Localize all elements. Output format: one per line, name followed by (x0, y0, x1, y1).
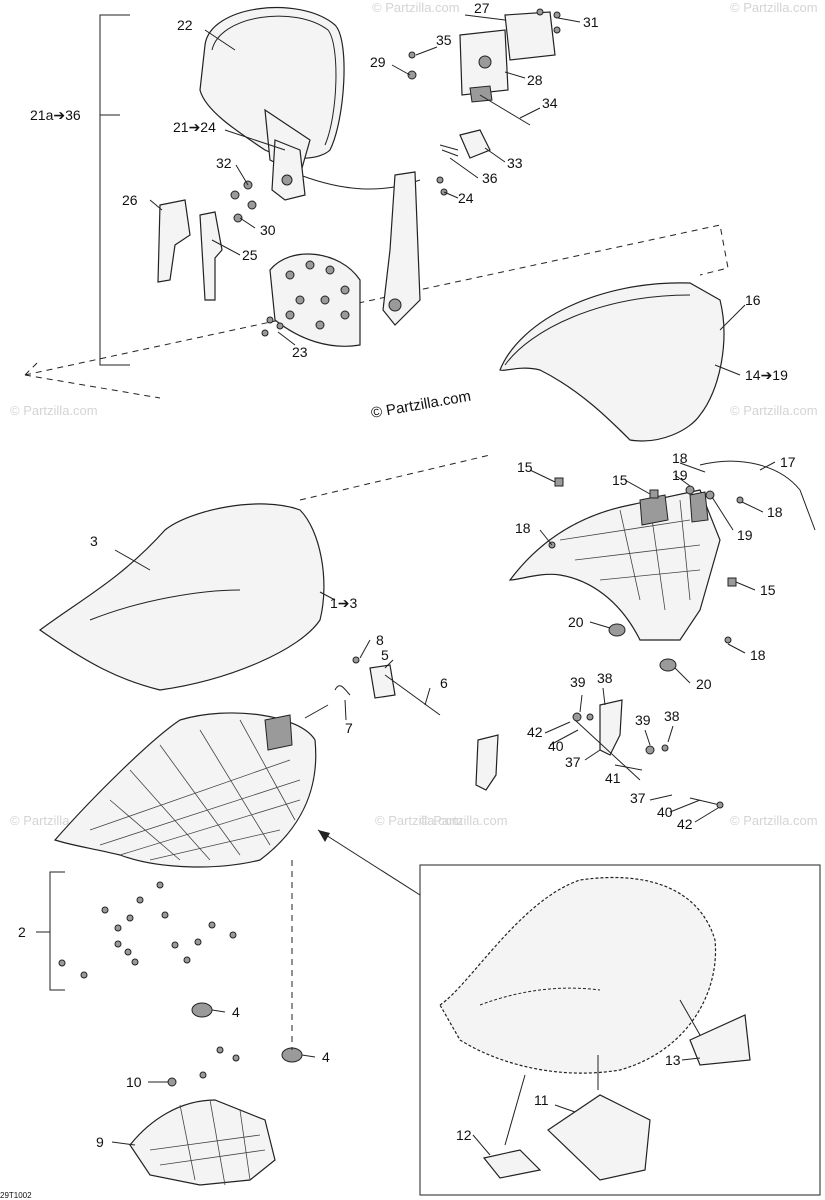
callout-39: 39 (570, 674, 586, 690)
callout-36: 36 (482, 170, 498, 186)
callout-34: 34 (542, 95, 558, 111)
leader-lines (36, 14, 776, 1156)
seat-base-pan (53, 712, 317, 868)
callout-11: 11 (534, 1092, 549, 1108)
callout-40: 40 (548, 738, 564, 754)
watermark-text: © Partzilla.com (730, 813, 818, 828)
passenger-seat (499, 282, 725, 442)
pivot-clamps (475, 699, 724, 809)
callout-30: 30 (260, 222, 276, 238)
callout-6: 6 (440, 675, 448, 691)
watermark-text: © Partzilla.com (730, 403, 818, 418)
latch-hardware (334, 656, 441, 716)
bracket-21a-36 (99, 14, 130, 366)
callout-18: 18 (750, 647, 766, 663)
callout-38: 38 (664, 708, 680, 724)
callout-41: 41 (605, 770, 621, 786)
watermark-text: © Partzilla.com (375, 813, 463, 828)
callout-37: 37 (630, 790, 646, 806)
callout-18: 18 (672, 450, 688, 466)
callout-13: 13 (665, 1052, 681, 1068)
callout-40: 40 (657, 804, 673, 820)
callout-32: 32 (216, 155, 232, 171)
copyright-notice: © Partzilla.com (370, 388, 472, 422)
bottom-plate (129, 1099, 276, 1186)
callout-29: 29 (370, 54, 386, 70)
callout-33: 33 (507, 155, 523, 171)
rider-seat-cover (38, 503, 325, 691)
hinge-assembly (459, 11, 556, 103)
callout-22: 22 (177, 17, 193, 33)
callout-27: 27 (474, 0, 490, 16)
grab-bar (699, 460, 816, 531)
watermarks: © Partzilla.com © Partzilla.com © Partzi… (10, 0, 818, 828)
callout-2: 2 (18, 924, 26, 940)
callout-20: 20 (696, 676, 712, 692)
watermark-text: © Partzilla.com (730, 0, 818, 15)
bumper (281, 1047, 303, 1063)
backrest-supports (157, 199, 223, 301)
callout-14: 14➔19 (745, 367, 788, 383)
backrest-bracket (271, 139, 306, 201)
inset-arrow (317, 829, 421, 896)
callout-42: 42 (527, 724, 543, 740)
callout-5: 5 (381, 647, 389, 663)
callout-3: 3 (90, 533, 98, 549)
callout-18: 18 (767, 504, 783, 520)
watermark-text: © Partzilla.com (420, 813, 508, 828)
callout-1: 1➔3 (330, 595, 358, 611)
callout-labels: 1➔3 2 3 4 4 5 6 7 8 9 10 11 12 13 14➔19 … (18, 0, 796, 1150)
callout-17: 17 (780, 454, 796, 470)
callout-28: 28 (527, 72, 543, 88)
callout-26: 26 (122, 192, 138, 208)
callout-24: 24 (458, 190, 474, 206)
inset-box (419, 864, 821, 1196)
backrest-strap (382, 171, 421, 326)
callout-18: 18 (515, 520, 531, 536)
callout-16: 16 (745, 292, 761, 308)
callout-10: 10 (126, 1074, 142, 1090)
backrest-hardware (230, 8, 561, 337)
callout-35: 35 (436, 32, 452, 48)
inset-seat (439, 876, 717, 1074)
watermark-text: © Partzilla.com (10, 403, 98, 418)
callout-37: 37 (565, 754, 581, 770)
inset-parts (482, 999, 751, 1181)
callout-15: 15 (760, 582, 776, 598)
callout-8: 8 (376, 632, 384, 648)
bumpers (608, 623, 677, 672)
callout-7: 7 (345, 720, 353, 736)
latch (439, 129, 491, 159)
callout-19: 19 (737, 527, 753, 543)
figure-code: 29T1002 (0, 1191, 32, 1200)
callout-31: 31 (583, 14, 599, 30)
callout-20: 20 (568, 614, 584, 630)
pin (479, 94, 531, 126)
callout-21-24: 21➔24 (173, 119, 216, 135)
callout-25: 25 (242, 247, 258, 263)
callout-39: 39 (635, 712, 651, 728)
plate-fasteners (167, 1046, 240, 1087)
bumper (191, 1002, 213, 1018)
base-fasteners (58, 881, 237, 979)
callout-4: 4 (232, 1004, 240, 1020)
backrest-cushion (199, 7, 421, 190)
callout-42: 42 (677, 816, 693, 832)
assembly-outline (24, 224, 729, 501)
callout-15: 15 (517, 459, 533, 475)
callout-15: 15 (612, 472, 628, 488)
passenger-seat-base (508, 489, 721, 641)
callout-19: 19 (672, 467, 688, 483)
bracket-2 (49, 871, 65, 991)
callout-21a-36: 21a➔36 (30, 107, 81, 123)
callout-38: 38 (597, 670, 613, 686)
watermark-text: © Partzilla.com (372, 0, 460, 15)
callout-12: 12 (456, 1127, 472, 1143)
inset-arrowhead (318, 830, 330, 842)
callout-23: 23 (292, 344, 308, 360)
mounting-plate (269, 253, 361, 347)
callout-4: 4 (322, 1049, 330, 1065)
callout-9: 9 (96, 1134, 104, 1150)
